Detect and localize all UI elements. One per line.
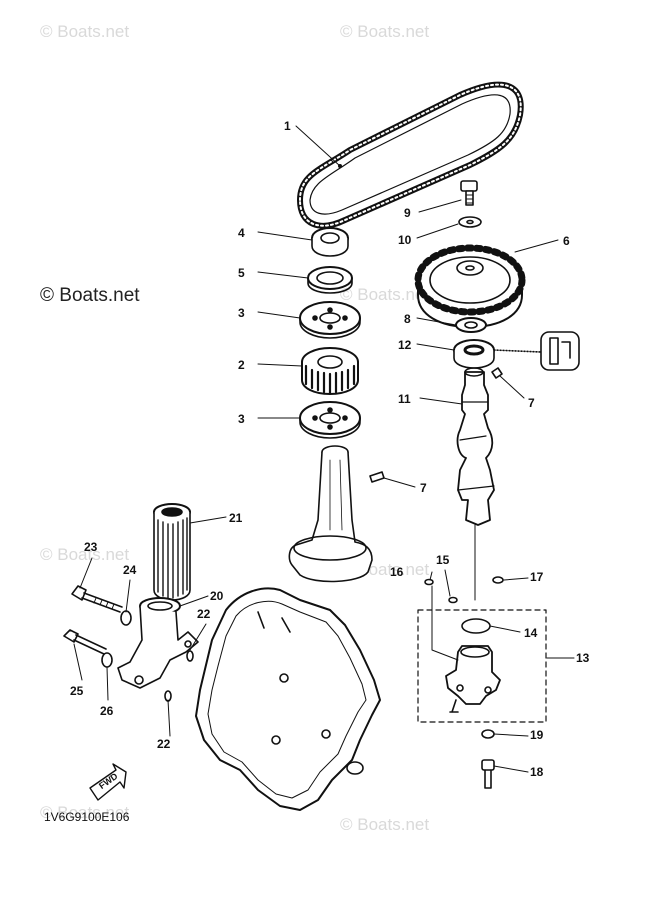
- callout-6: 6: [563, 234, 570, 248]
- callout-15: 15: [436, 553, 450, 567]
- bolt-25: [63, 629, 107, 655]
- callout-22-lower: 22: [157, 737, 171, 751]
- watermark: © Boats.net: [340, 815, 430, 834]
- diagram-code: 1V6G9100E106: [44, 810, 130, 824]
- callout-7-upper: 7: [528, 396, 535, 410]
- callout-14: 14: [524, 626, 538, 640]
- bolt-18: [481, 759, 495, 789]
- watermark: © Boats.net: [340, 285, 430, 304]
- callout-4: 4: [238, 226, 245, 240]
- crankshaft: [288, 445, 373, 583]
- oil-seal-4: [311, 227, 349, 257]
- callout-18: 18: [530, 765, 544, 779]
- washer-10: [458, 216, 482, 228]
- plate-3-upper: [299, 301, 361, 339]
- callout-20: 20: [210, 589, 224, 603]
- crankcase-cover: [195, 587, 381, 811]
- timing-belt: [297, 81, 524, 229]
- gasket-14: [461, 618, 491, 634]
- o-ring-15: [448, 596, 458, 604]
- fwd-arrow: [89, 763, 127, 801]
- camshaft-11: [456, 367, 495, 601]
- callout-3-upper: 3: [238, 306, 245, 320]
- washer-19: [481, 729, 495, 739]
- callout-1: 1: [284, 119, 291, 133]
- bearing-detail: [493, 331, 580, 371]
- oil-pump: [445, 645, 501, 713]
- oil-filter-21: [153, 503, 191, 601]
- cam-pulley-6: [414, 244, 526, 328]
- callout-23: 23: [84, 540, 98, 554]
- callout-12: 12: [398, 338, 412, 352]
- oil-pump-assy-box: [417, 609, 547, 723]
- callout-3-lower: 3: [238, 412, 245, 426]
- callout-25: 25: [70, 684, 84, 698]
- callout-2: 2: [238, 358, 245, 372]
- washer-26: [101, 652, 113, 668]
- watermark: © Boats.net: [40, 22, 130, 41]
- key-7-lower: [369, 471, 385, 483]
- callout-22-upper: 22: [197, 607, 211, 621]
- crank-gear-2: [301, 347, 359, 395]
- watermark-prominent: © Boats.net: [40, 285, 140, 306]
- bolt-23: [71, 585, 123, 613]
- callout-21: 21: [229, 511, 243, 525]
- key-7-upper: [491, 367, 503, 379]
- callout-16: 16: [390, 565, 404, 579]
- callout-10: 10: [398, 233, 412, 247]
- o-ring-17: [492, 576, 504, 584]
- callout-17: 17: [530, 570, 544, 584]
- washer-24: [120, 610, 132, 626]
- callout-26: 26: [100, 704, 114, 718]
- callout-11: 11: [398, 392, 411, 406]
- callout-8: 8: [404, 312, 411, 326]
- callout-24: 24: [123, 563, 137, 577]
- washer-8: [455, 317, 487, 333]
- plate-3-lower: [299, 401, 361, 439]
- filter-housing-20: [117, 597, 199, 689]
- bolt-9: [460, 180, 478, 206]
- bearing-12: [453, 339, 495, 369]
- ring-5: [307, 266, 353, 294]
- watermark: © Boats.net: [40, 803, 130, 822]
- o-ring-16: [424, 578, 434, 586]
- callout-7-lower: 7: [420, 481, 427, 495]
- callout-13: 13: [576, 651, 590, 665]
- o-ring-22: [164, 690, 172, 702]
- watermark: © Boats.net: [340, 22, 430, 41]
- o-ring-22: [186, 650, 194, 662]
- callout-9: 9: [404, 206, 411, 220]
- callout-5: 5: [238, 266, 245, 280]
- watermark: © Boats.net: [40, 545, 130, 564]
- callout-19: 19: [530, 728, 544, 742]
